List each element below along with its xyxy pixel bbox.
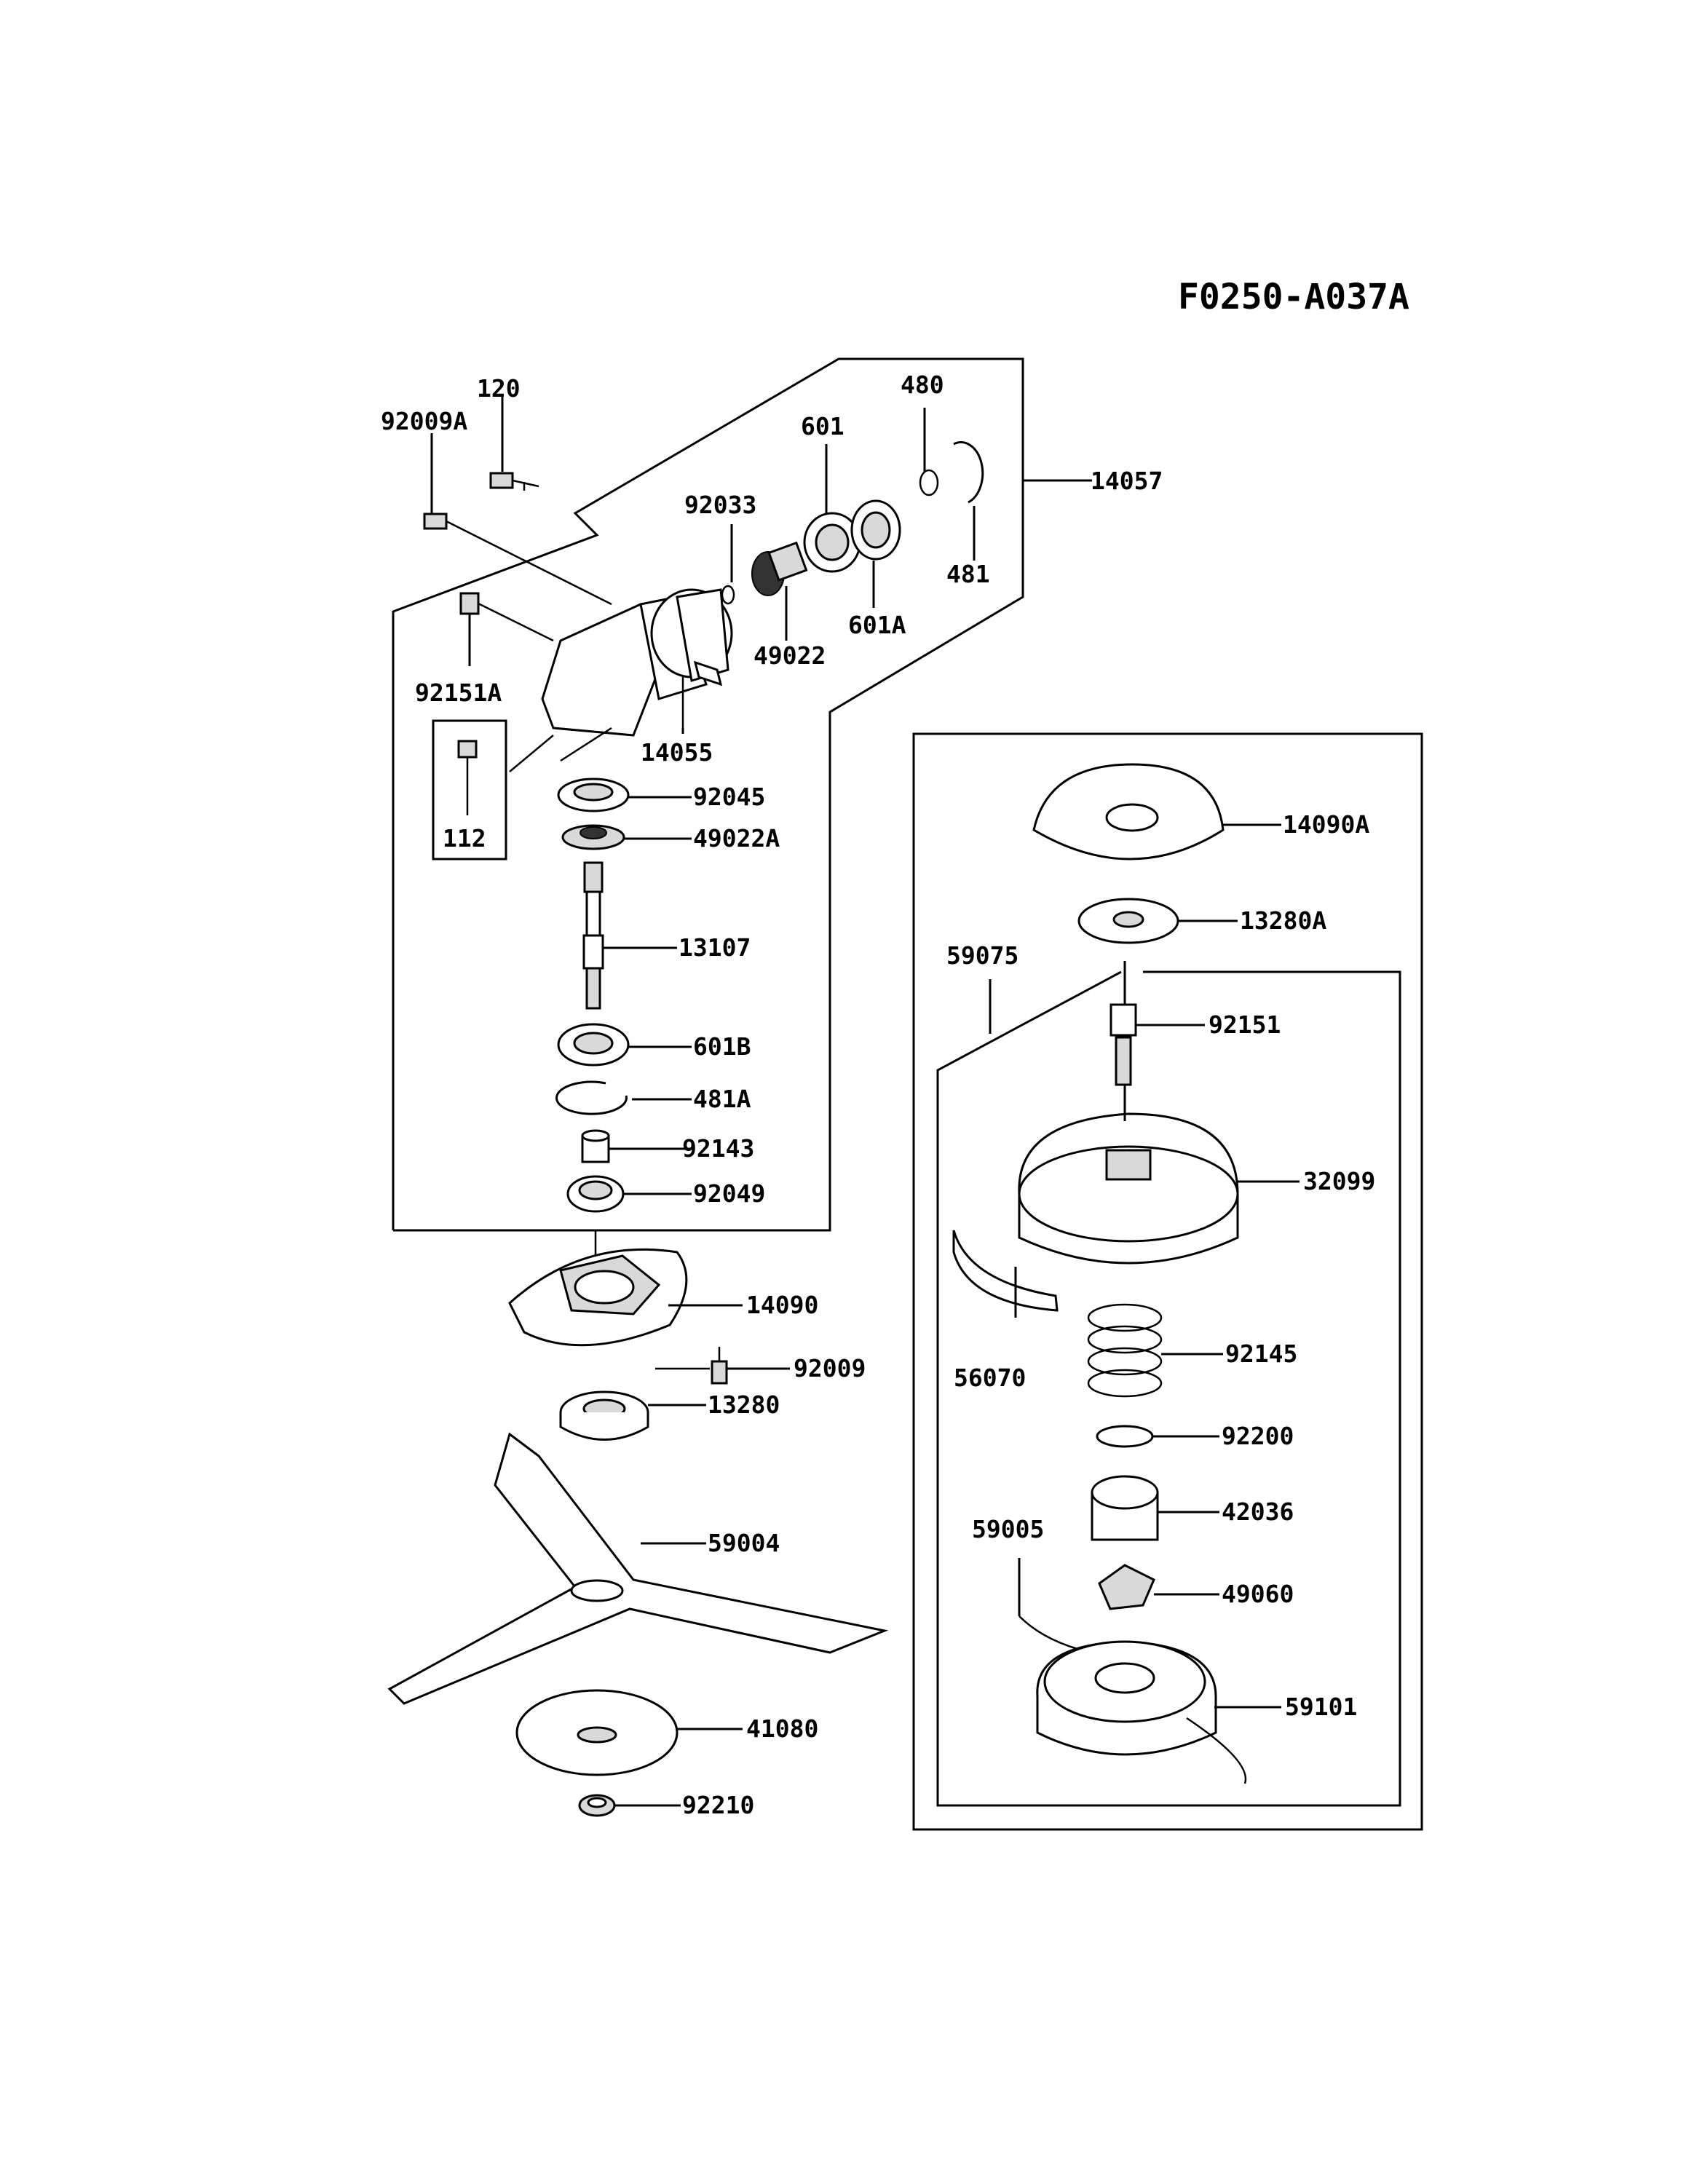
label-59075: 59075 — [946, 941, 1018, 970]
label-56070: 56070 — [954, 1364, 1026, 1392]
bolt-92151A — [459, 592, 554, 642]
label-32099: 32099 — [1303, 1167, 1375, 1195]
strip-56070 — [952, 1230, 1059, 1312]
label-601A: 601A — [848, 611, 906, 639]
label-49060: 49060 — [1222, 1580, 1294, 1608]
shaft-13107 — [582, 861, 604, 1010]
diagram-code: F0250-A037A — [1178, 277, 1409, 317]
label-41080: 41080 — [746, 1714, 818, 1743]
bearing-601B — [557, 1023, 630, 1067]
nut-92210 — [578, 1794, 616, 1817]
label-92045: 92045 — [693, 783, 765, 811]
line-59005 — [1018, 1615, 1078, 1650]
washer-13280A — [1077, 898, 1179, 944]
gear-case-group-outline — [392, 357, 1092, 1232]
collar-92143 — [581, 1129, 610, 1163]
bolt-92009A — [423, 513, 612, 606]
nut-49060 — [1098, 1564, 1155, 1610]
label-92200: 92200 — [1222, 1422, 1294, 1450]
label-112: 112 — [443, 824, 486, 852]
pinion-gear-49022 — [751, 541, 808, 596]
label-92210: 92210 — [682, 1791, 754, 1819]
bearing-92045 — [557, 778, 630, 812]
knob-42036 — [1091, 1475, 1159, 1541]
spring-92145 — [1087, 1303, 1163, 1398]
label-59004: 59004 — [708, 1529, 780, 1557]
bolt-92151 — [1109, 1003, 1137, 1086]
washer-92200 — [1096, 1425, 1154, 1448]
ring-480 — [919, 469, 939, 496]
label-481: 481 — [946, 560, 990, 588]
nylon-cutter-box — [912, 732, 1423, 1831]
bearing-601 — [803, 512, 861, 573]
label-92009A: 92009A — [381, 407, 467, 435]
label-92151: 92151 — [1209, 1010, 1281, 1039]
label-14090: 14090 — [746, 1291, 818, 1319]
label-92151A: 92151A — [415, 678, 502, 707]
circlip-481 — [953, 441, 984, 504]
label-42036: 42036 — [1222, 1497, 1294, 1526]
seal-92049 — [566, 1175, 625, 1213]
nylon-head-assembly-outline — [936, 970, 1401, 1807]
label-92049: 92049 — [693, 1179, 765, 1208]
label-14090A: 14090A — [1283, 810, 1369, 839]
label-49022: 49022 — [753, 641, 826, 670]
line-59005-tail — [1186, 1717, 1247, 1784]
gear-case-14055 — [509, 588, 733, 772]
circlip-481A — [555, 1080, 628, 1115]
label-59101: 59101 — [1285, 1693, 1357, 1721]
bevel-gear-49022A — [561, 824, 625, 850]
box-112 — [432, 719, 507, 860]
leader-lines — [430, 397, 1300, 1807]
label-601: 601 — [801, 412, 844, 440]
cover-14090 — [508, 1248, 688, 1347]
blade-59004 — [387, 1432, 889, 1705]
label-481A: 481A — [693, 1085, 751, 1113]
label-13107: 13107 — [679, 933, 751, 962]
label-120: 120 — [477, 374, 521, 403]
bolt-92009 — [655, 1347, 728, 1385]
label-92033: 92033 — [684, 491, 756, 519]
ring-92033 — [721, 585, 735, 605]
label-13280A: 13280A — [1240, 906, 1326, 935]
cover-14090A — [1032, 763, 1225, 860]
label-49022A: 49022A — [693, 824, 780, 852]
bearing-601A — [850, 499, 901, 561]
spool-59101 — [1036, 1640, 1217, 1756]
label-92143: 92143 — [682, 1134, 754, 1163]
label-92145: 92145 — [1225, 1340, 1297, 1368]
cup-41080 — [515, 1689, 679, 1776]
label-13280: 13280 — [708, 1390, 780, 1419]
bolt-120 — [489, 472, 539, 491]
label-14055: 14055 — [641, 738, 713, 767]
label-14057: 14057 — [1091, 467, 1163, 495]
holder-13280 — [559, 1390, 649, 1441]
part-labels: 120 92009A 92151A 112 92033 601 480 1405… — [381, 371, 1375, 1819]
spool-housing-32099 — [1018, 1112, 1239, 1265]
label-480: 480 — [901, 371, 944, 399]
label-59005: 59005 — [972, 1515, 1044, 1543]
label-92009: 92009 — [794, 1354, 866, 1382]
label-601B: 601B — [693, 1032, 751, 1061]
bolt-112 — [457, 740, 478, 815]
